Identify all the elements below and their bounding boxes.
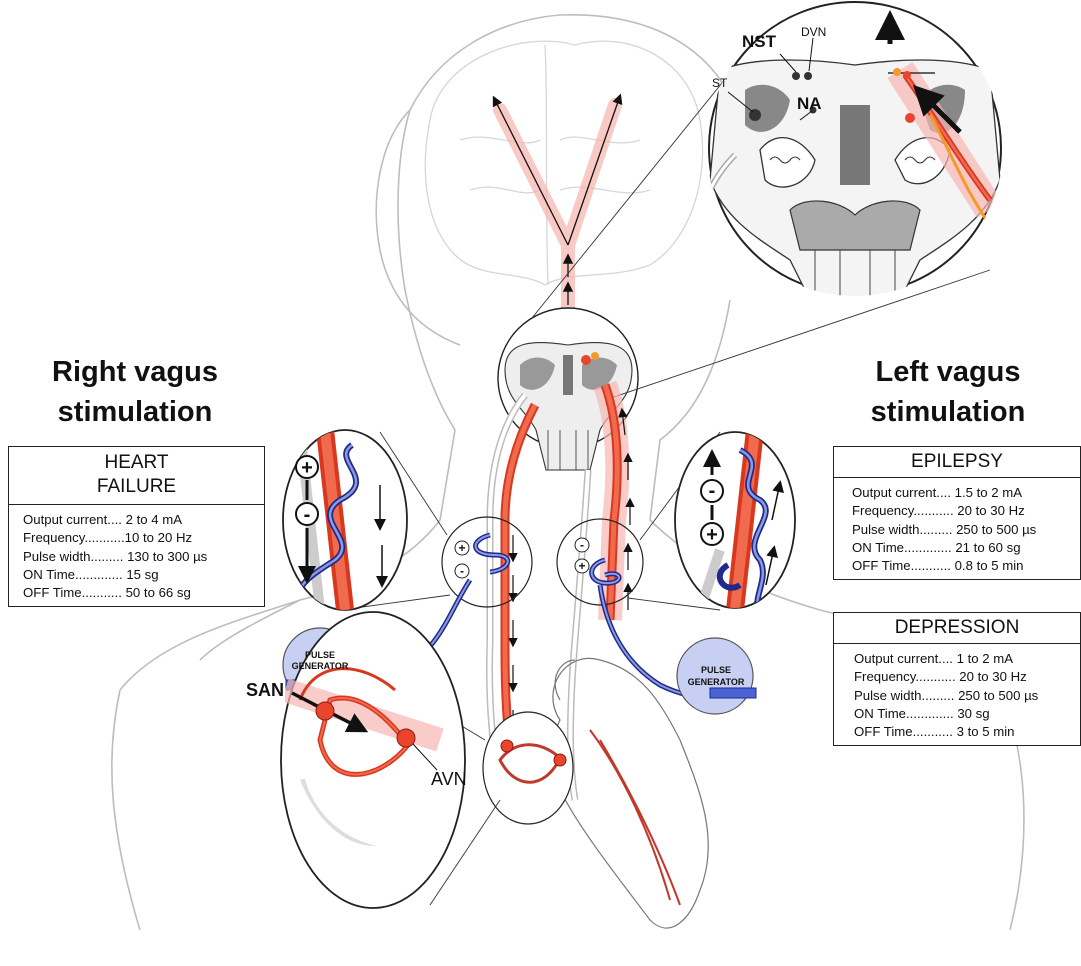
na-label: NA (797, 94, 822, 114)
heart-failure-heading: HEART FAILURE (9, 447, 264, 505)
depression-heading: DEPRESSION (834, 613, 1080, 644)
right-electrode-plus: + (458, 541, 465, 555)
depression-output-current: Output current.... 1 to 2 mA (854, 650, 1070, 668)
heart-failure-pulse-width: Pulse width......... 130 to 300 µs (23, 548, 254, 566)
epilepsy-params: Output current.... 1.5 to 2 mA Frequency… (834, 478, 1080, 579)
heart-failure-heading-line2: FAILURE (9, 475, 264, 499)
brainstem-inset (695, 2, 1001, 300)
san-label: SAN (246, 680, 284, 701)
right-electrode-minus: - (460, 564, 464, 578)
left-vagus-title: Left vagus stimulation (848, 352, 1048, 432)
depression-off-time: OFF Time........... 3 to 5 min (854, 723, 1070, 741)
zoom-guides-neck (355, 432, 720, 610)
left-generator-label-line2: GENERATOR (688, 677, 745, 687)
heart-failure-box: HEART FAILURE Output current.... 2 to 4 … (8, 446, 265, 607)
heart-node-site (483, 712, 573, 824)
heart-failure-on-time: ON Time............. 15 sg (23, 566, 254, 584)
left-electrode-minus: - (580, 538, 584, 552)
epilepsy-off-time: OFF Time........... 0.8 to 5 min (852, 557, 1070, 575)
epilepsy-output-current: Output current.... 1.5 to 2 mA (852, 484, 1070, 502)
depression-pulse-width: Pulse width......... 250 to 500 µs (854, 687, 1070, 705)
epilepsy-box: EPILEPSY Output current.... 1.5 to 2 mA … (833, 446, 1081, 580)
left-cuff-inset (675, 430, 795, 615)
heart-failure-output-current: Output current.... 2 to 4 mA (23, 511, 254, 529)
heart-failure-off-time: OFF Time........... 50 to 66 sg (23, 584, 254, 602)
avn-label: AVN (431, 769, 467, 790)
heart-failure-params: Output current.... 2 to 4 mA Frequency..… (9, 505, 264, 606)
epilepsy-pulse-width: Pulse width......... 250 to 500 µs (852, 521, 1070, 539)
depression-frequency: Frequency........... 20 to 30 Hz (854, 668, 1070, 686)
right-inset-plus: + (301, 457, 313, 479)
epilepsy-on-time: ON Time............. 21 to 60 sg (852, 539, 1070, 557)
right-vagus-title-line2: stimulation (35, 392, 235, 432)
left-inset-plus: + (706, 524, 718, 546)
st-label: ST (712, 76, 727, 90)
heart-failure-frequency: Frequency...........10 to 20 Hz (23, 529, 254, 547)
epilepsy-frequency: Frequency........... 20 to 30 Hz (852, 502, 1070, 520)
left-vagus-title-line2: stimulation (848, 392, 1048, 432)
right-generator-label-line1: PULSE (305, 650, 335, 660)
right-vagus-title: Right vagus stimulation (35, 352, 235, 432)
right-generator-label-line2: GENERATOR (292, 661, 349, 671)
right-vagus-title-line1: Right vagus (35, 352, 235, 392)
epilepsy-heading: EPILEPSY (834, 447, 1080, 478)
heart-failure-heading-line1: HEART (9, 451, 264, 475)
left-generator-label-line1: PULSE (701, 665, 731, 675)
left-vagus-title-line1: Left vagus (848, 352, 1048, 392)
depression-params: Output current.... 1 to 2 mA Frequency..… (834, 644, 1080, 745)
right-inset-minus: - (304, 504, 311, 526)
left-electrode-plus: + (578, 559, 585, 573)
dvn-label: DVN (801, 25, 826, 39)
depression-on-time: ON Time............. 30 sg (854, 705, 1070, 723)
depression-box: DEPRESSION Output current.... 1 to 2 mA … (833, 612, 1081, 746)
left-inset-minus: - (709, 480, 716, 502)
nst-label: NST (742, 32, 776, 52)
